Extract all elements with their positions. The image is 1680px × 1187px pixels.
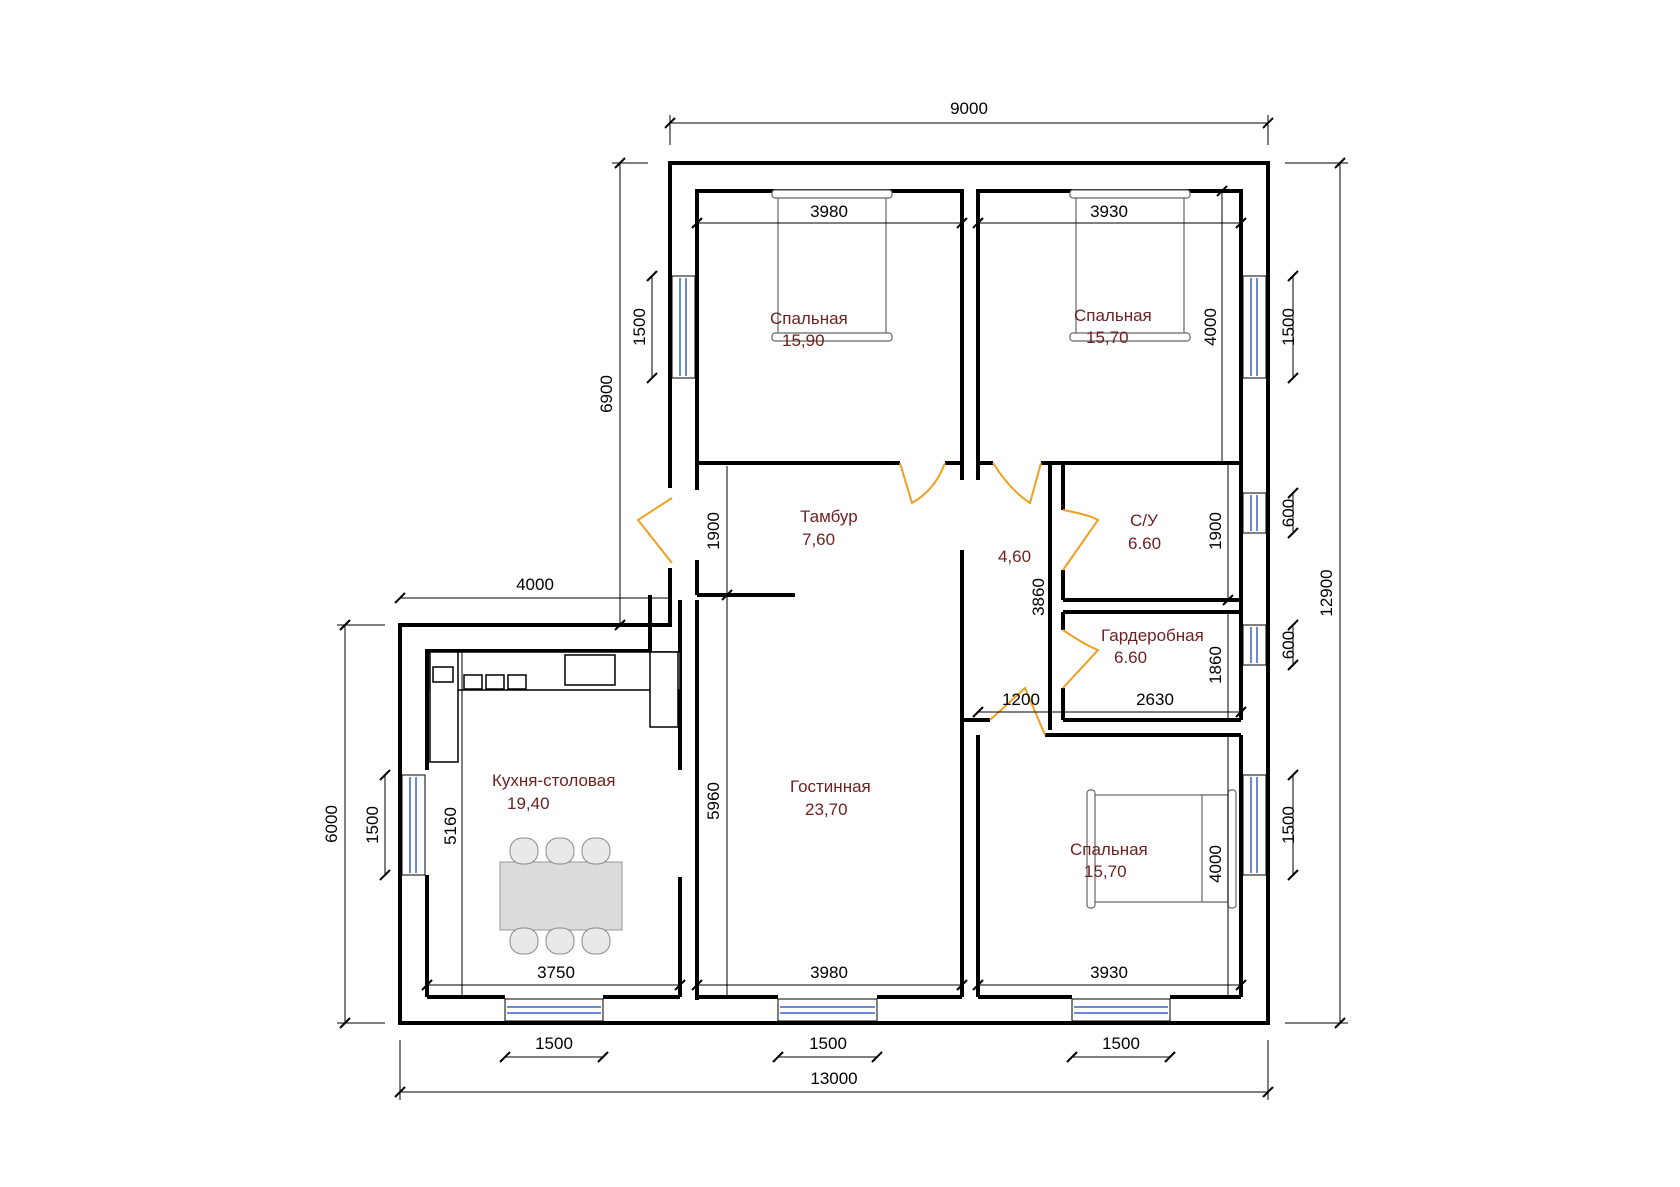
- dim-bath-depth: 1900: [1206, 512, 1225, 550]
- outer-wall: [398, 161, 1270, 1025]
- dim-wing-width: 4000: [516, 575, 554, 594]
- window-wardrobe: [1242, 624, 1267, 666]
- door-entrance: [636, 497, 673, 564]
- window-bed1: [671, 275, 696, 379]
- doors: [636, 462, 1100, 736]
- door-bed2: [992, 462, 1042, 505]
- dim-wardrobe-window: 600: [1279, 631, 1298, 659]
- dim-vestibule-depth: 1900: [704, 512, 723, 550]
- dim-left-lower: 6000: [322, 805, 341, 843]
- dim-bedroom3-depth: 4000: [1206, 845, 1225, 883]
- dim-bedroom2-window: 1500: [1279, 308, 1298, 346]
- dim-bedroom3-window-bottom: 1500: [1102, 1034, 1140, 1053]
- bed-bedroom1: [777, 195, 887, 340]
- window-bed2: [1242, 275, 1267, 379]
- dim-bedroom2-depth: 4000: [1201, 308, 1220, 346]
- window-kitchen-bottom: [504, 998, 604, 1022]
- dim-living-depth: 5960: [704, 782, 723, 820]
- dim-bath-window: 600: [1279, 499, 1298, 527]
- room-wardrobe-area: 6.60: [1114, 648, 1147, 667]
- dim-hall-depth: 3860: [1029, 578, 1048, 616]
- furniture: [429, 189, 1237, 955]
- windows: [401, 275, 1267, 1022]
- dim-top-overall: 9000: [950, 99, 988, 118]
- dim-bedroom3-window-side: 1500: [1279, 806, 1298, 844]
- dim-bedroom3-width: 3930: [1090, 963, 1128, 982]
- kitchen-inner: [425, 595, 652, 770]
- door-wardrobe: [1062, 629, 1100, 689]
- dining-table: [499, 861, 623, 931]
- door-bath: [1062, 509, 1100, 571]
- dim-wardrobe-width: 2630: [1136, 690, 1174, 709]
- room-labels: Спальная 15,90 Спальная 15,70 Тамбур 7,6…: [492, 306, 1204, 881]
- room-bedroom3-area: 15,70: [1084, 862, 1127, 881]
- window-bath: [1242, 492, 1267, 534]
- room-vestibule-name: Тамбур: [800, 507, 858, 526]
- room-bedroom1-name: Спальная: [770, 309, 848, 328]
- room-vestibule-area: 7,60: [802, 530, 835, 549]
- dimension-lines: [337, 115, 1348, 1100]
- dimension-labels: 9000 13000 12900 6900 6000 4000 3980 393…: [322, 99, 1336, 1088]
- door-bed3: [989, 686, 1046, 736]
- room-bath-area: 6.60: [1128, 534, 1161, 553]
- dim-hall-width: 1200: [1002, 690, 1040, 709]
- room-bath-name: С/У: [1130, 511, 1158, 530]
- window-living-bottom: [777, 998, 878, 1022]
- dim-living-width: 3980: [810, 963, 848, 982]
- dim-kitchen-width: 3750: [537, 963, 575, 982]
- room-bedroom2-area: 15,70: [1086, 328, 1129, 347]
- dim-kitchen-window-bottom: 1500: [535, 1034, 573, 1053]
- dim-bedroom1-window: 1500: [630, 308, 649, 346]
- bed-bedroom2: [1075, 195, 1185, 340]
- dim-wardrobe-depth: 1860: [1206, 646, 1225, 684]
- dim-bedroom2-width: 3930: [1090, 202, 1128, 221]
- window-bed3-side: [1242, 774, 1267, 876]
- dim-bottom-overall: 13000: [810, 1069, 857, 1088]
- dim-living-window-bottom: 1500: [809, 1034, 847, 1053]
- room-bedroom1-area: 15,90: [782, 331, 825, 350]
- window-kitchen-side: [401, 774, 426, 876]
- room-hall-area: 4,60: [998, 547, 1031, 566]
- window-bed3-bottom: [1071, 998, 1171, 1022]
- dim-kitchen-depth: 5160: [441, 807, 460, 845]
- dim-kitchen-window-side: 1500: [363, 806, 382, 844]
- room-kitchen-name: Кухня-столовая: [492, 771, 615, 790]
- dim-left-upper: 6900: [597, 375, 616, 413]
- door-bed1: [899, 462, 946, 505]
- room-kitchen-area: 19,40: [507, 794, 550, 813]
- room-living-name: Гостинная: [790, 777, 871, 796]
- room-bedroom2-name: Спальная: [1074, 306, 1152, 325]
- dim-bedroom1-width: 3980: [810, 202, 848, 221]
- room-living-area: 23,70: [805, 800, 848, 819]
- dim-right-overall: 12900: [1317, 569, 1336, 616]
- room-wardrobe-name: Гардеробная: [1101, 626, 1204, 645]
- room-bedroom3-name: Спальная: [1070, 840, 1148, 859]
